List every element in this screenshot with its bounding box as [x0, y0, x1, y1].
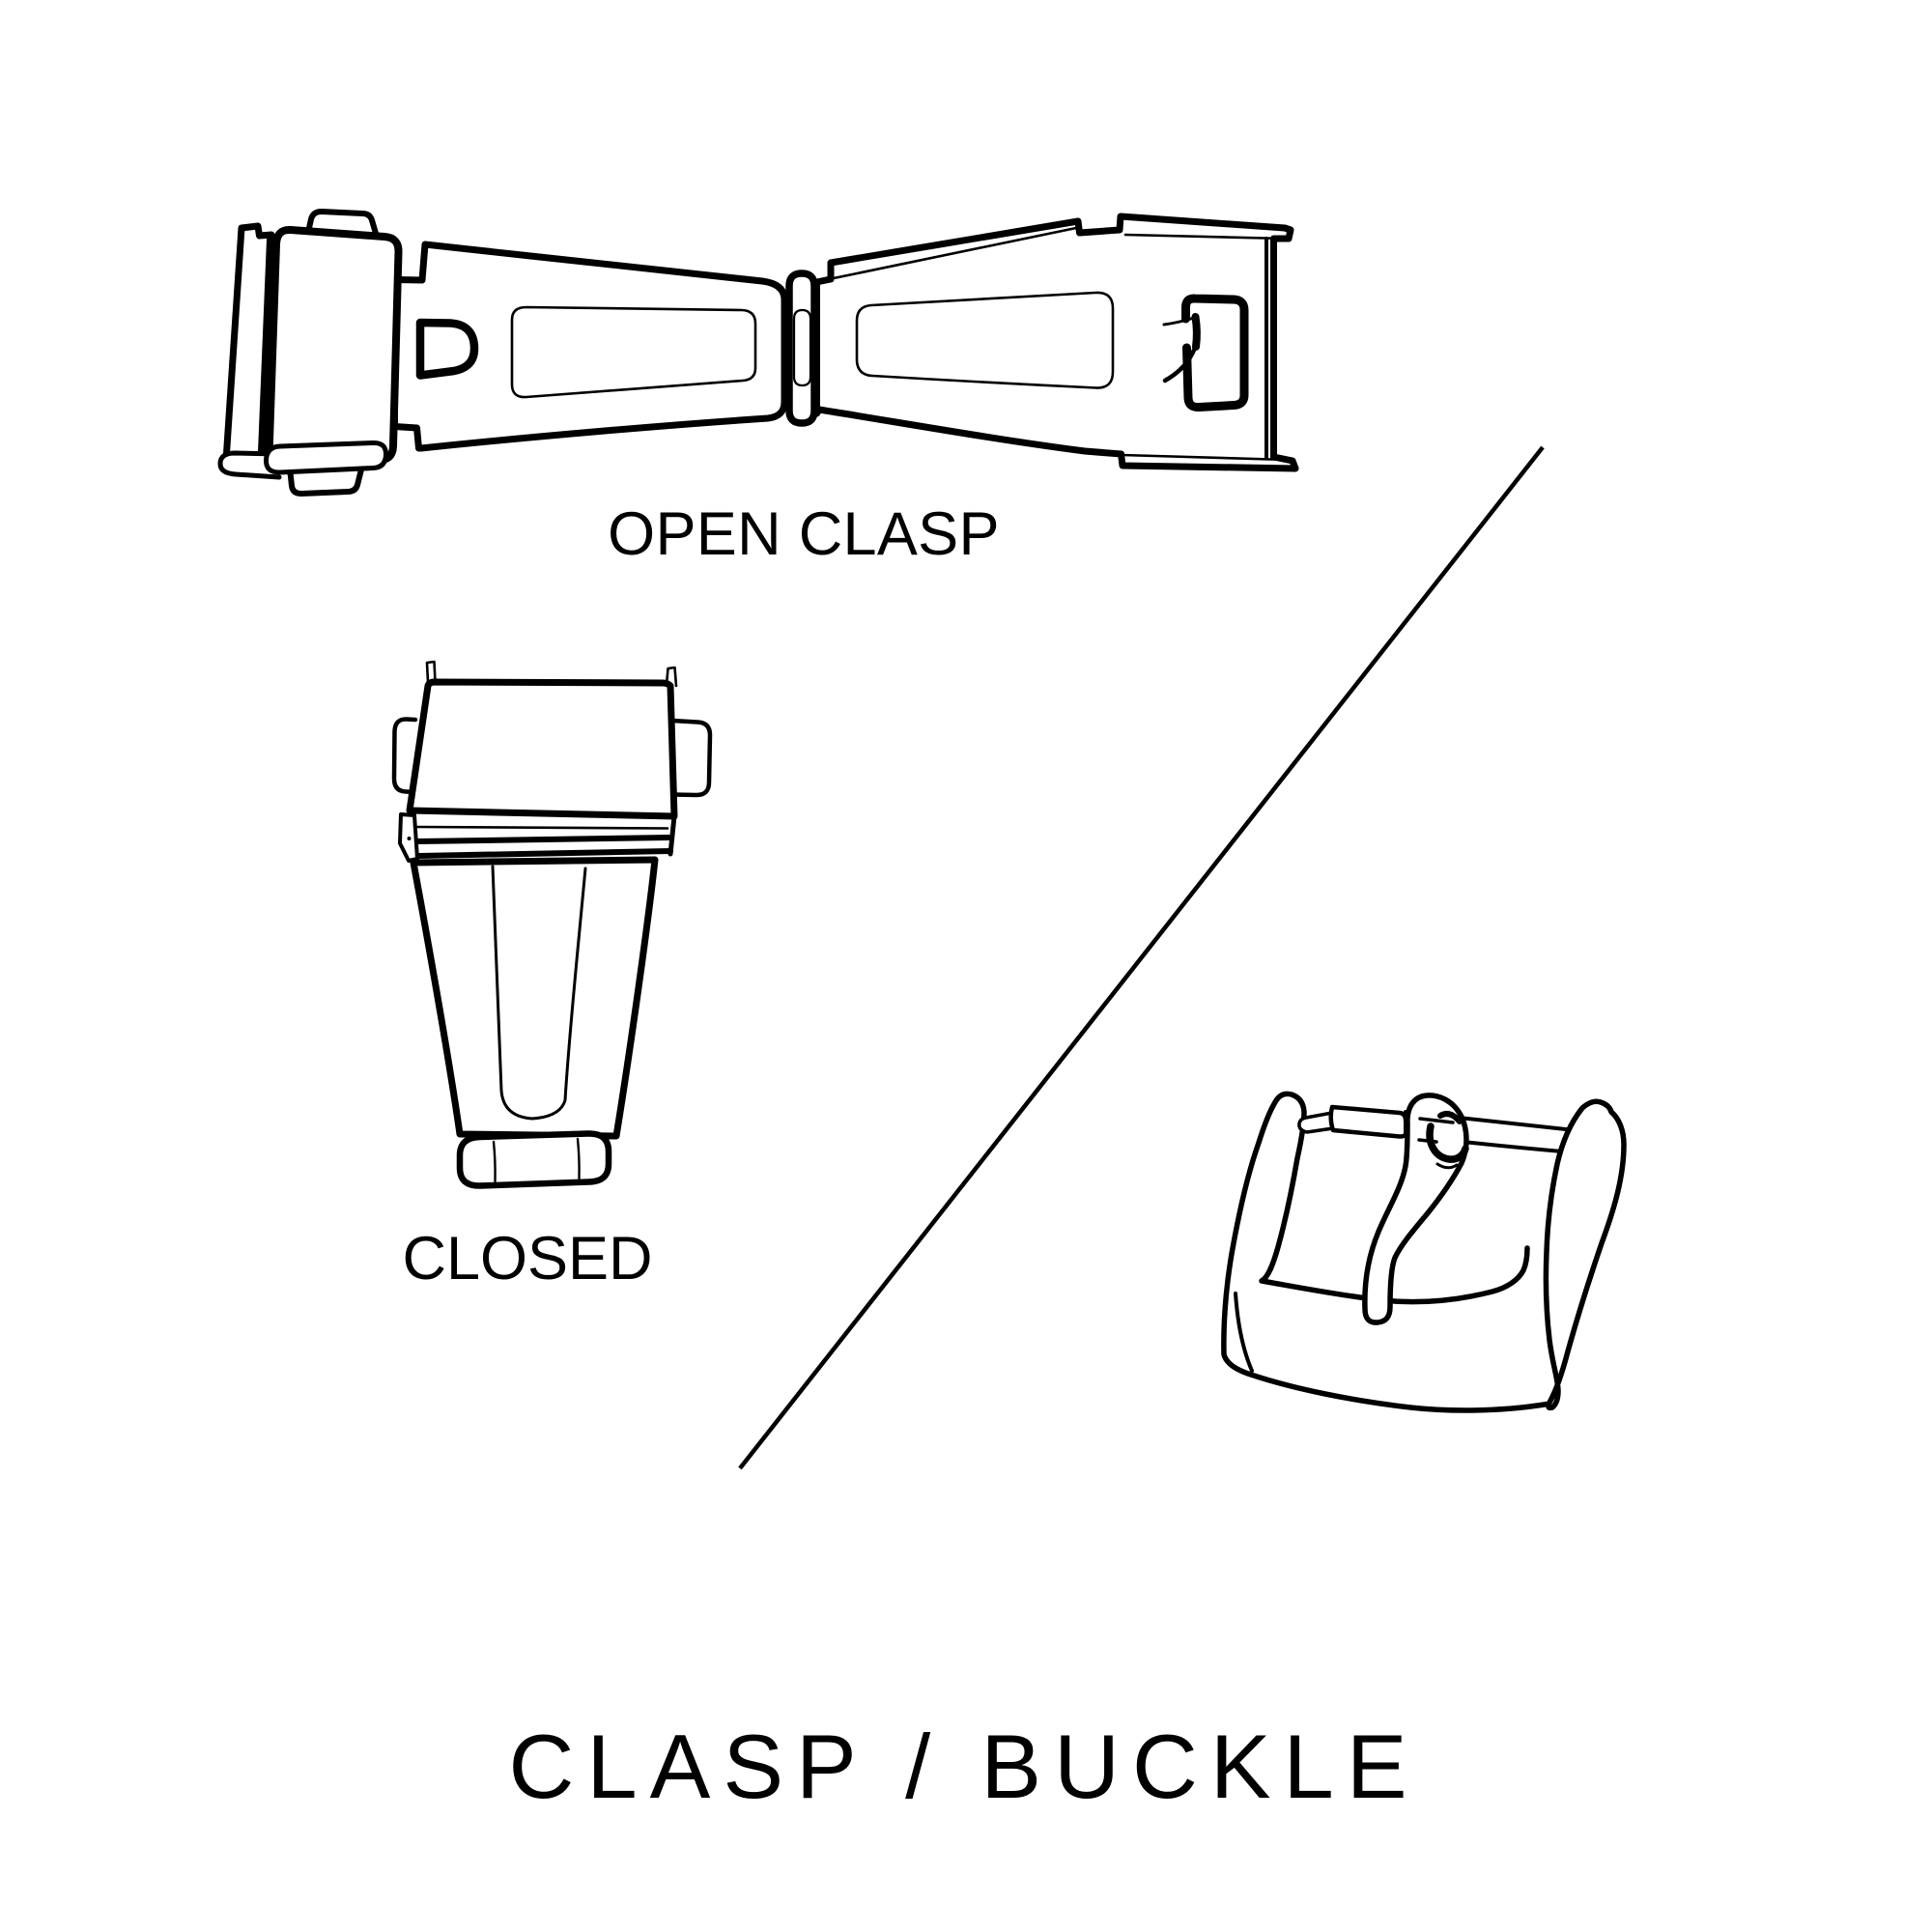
- buckle-loop-inner-arc: [1426, 1122, 1469, 1163]
- buckle-left-arm-and-body: [1221, 1091, 1558, 1413]
- open-clasp-latch-door: [1191, 313, 1201, 351]
- open-clasp-right-arm-bottom-fold-line: [1120, 453, 1290, 462]
- open-clasp-left-window: [510, 305, 757, 399]
- diagonal-divider-line: [738, 445, 1545, 1470]
- closed-clasp-band-right-edge: [668, 813, 677, 857]
- page-title: CLASP / BUCKLE: [508, 1716, 1420, 1817]
- closed-clasp-left-prong: [425, 660, 437, 684]
- closed-clasp-seam-line-3: [416, 848, 673, 859]
- closed-label: CLOSED: [402, 1225, 653, 1293]
- buckle-body-left-cap-line: [1234, 1292, 1254, 1373]
- open-clasp-hinge-slot: [792, 308, 812, 387]
- open-clasp-right-arm-top-fold-line: [832, 226, 1078, 280]
- open-clasp-latch-cutout: [1181, 294, 1249, 412]
- closed-clasp-foot-tick-1: [492, 1140, 497, 1183]
- closed-clasp-body: [410, 856, 659, 1140]
- closed-clasp-right-prong: [665, 666, 678, 688]
- open-clasp-latch-door-top-line: [1162, 316, 1196, 327]
- closed-clasp-left-ear: [391, 717, 418, 795]
- closed-clasp-seam-line-2: [414, 835, 672, 844]
- buckle-loop-lower-thin-arc: [1435, 1162, 1459, 1170]
- closed-clasp-foot: [456, 1130, 612, 1189]
- line-art-layer: [217, 209, 1627, 1470]
- open-clasp-bottom-tab: [287, 466, 364, 497]
- open-clasp-cover-block: [265, 225, 403, 473]
- open-clasp-illustration: [217, 209, 1299, 497]
- open-clasp-d-cutout: [415, 318, 479, 380]
- buckle-loop-inner-top-wedge: [1437, 1111, 1463, 1124]
- open-clasp-label: OPEN CLASP: [608, 500, 1000, 568]
- closed-clasp-flap-dot: [407, 837, 412, 840]
- open-clasp-right-arm-top-fold-line-2: [1123, 233, 1287, 241]
- buckle-right-arm: [1543, 1098, 1627, 1411]
- buckle-pin-in-loop-top-edge: [1418, 1117, 1455, 1124]
- open-clasp-end-bar-inner-line: [258, 238, 270, 454]
- tang-buckle-illustration: [1221, 1091, 1627, 1413]
- closed-clasp-foot-tick-2: [576, 1137, 581, 1180]
- open-clasp-left-arm: [391, 241, 788, 452]
- closed-clasp-right-ear: [669, 718, 713, 798]
- buckle-pin-tip: [1297, 1111, 1335, 1134]
- closed-clasp-cover-box: [406, 678, 678, 820]
- buckle-pin-sleeve: [1328, 1104, 1409, 1139]
- closed-clasp-illustration: [391, 660, 713, 1189]
- open-clasp-latch-hook-curve: [1162, 345, 1198, 384]
- closed-clasp-seam-line-1: [413, 825, 669, 830]
- closed-clasp-body-window: [491, 865, 587, 1121]
- open-clasp-roller: [264, 440, 388, 475]
- open-clasp-right-arm: [813, 213, 1299, 472]
- open-clasp-right-window: [855, 291, 1115, 389]
